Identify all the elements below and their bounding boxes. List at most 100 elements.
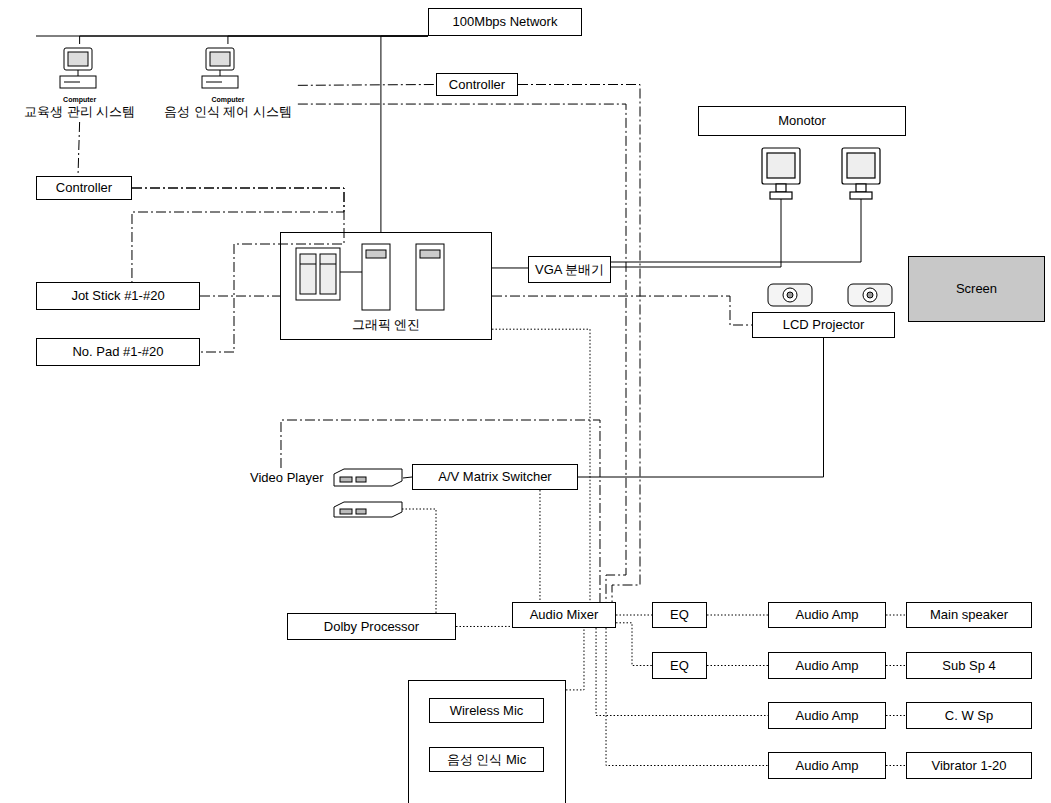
connector <box>606 628 768 766</box>
processor-box: Dolby Processor <box>287 613 456 640</box>
connector <box>298 84 436 86</box>
connector <box>539 490 540 602</box>
node-label: Audio Mixer <box>530 607 599 623</box>
speaker-box: Main speaker <box>906 602 1032 628</box>
rack-line <box>300 264 316 265</box>
monitor-screen <box>767 153 795 178</box>
connector <box>616 623 652 666</box>
server-tower <box>416 244 444 310</box>
node-label: Video Player <box>250 470 323 486</box>
connector <box>200 296 280 297</box>
monitor-screen <box>68 52 88 66</box>
node-label: Controller <box>449 77 505 93</box>
pc-case <box>60 76 96 88</box>
projector-lens <box>867 292 873 298</box>
connector <box>886 765 906 766</box>
video-player-node: Video Player <box>250 468 403 488</box>
node-label: A/V Matrix Switcher <box>438 469 551 485</box>
switcher-box: A/V Matrix Switcher <box>412 464 578 490</box>
connector <box>492 296 752 325</box>
rack-line <box>320 264 336 265</box>
player-body <box>334 469 402 486</box>
amp-box: Audio Amp <box>768 652 886 679</box>
projector-lens <box>787 292 793 298</box>
projector-body <box>768 284 812 306</box>
drive-slot <box>64 82 80 83</box>
node-label: Wireless Mic <box>450 703 524 719</box>
node-label: Audio Amp <box>796 708 859 724</box>
connector <box>707 665 768 666</box>
vibrator-box: Vibrator 1-20 <box>906 752 1032 779</box>
projector-box: LCD Projector <box>752 312 895 338</box>
monitor-label-box: Monotor <box>698 106 906 136</box>
drive-bay <box>366 250 386 258</box>
splitter-box: VGA 분배기 <box>528 256 611 283</box>
monitor-body <box>762 148 800 184</box>
rack-bay <box>300 254 316 294</box>
monitor-body <box>842 148 880 184</box>
connector <box>886 615 906 616</box>
player-body <box>334 502 402 517</box>
monitor-screen <box>847 153 875 178</box>
monitor-stand <box>78 70 79 76</box>
connector <box>596 628 768 716</box>
connector <box>566 628 584 690</box>
projector-icons <box>768 284 892 306</box>
video-player-icons <box>334 469 402 517</box>
connector <box>518 85 640 603</box>
node-label: EQ <box>670 658 689 674</box>
speaker-box: C. W Sp <box>906 702 1032 729</box>
node-label: Main speaker <box>930 607 1008 623</box>
mixer-box: Audio Mixer <box>512 602 616 628</box>
server-rack <box>296 248 340 300</box>
connector <box>381 36 428 232</box>
connector <box>886 665 906 666</box>
projector-lens <box>783 288 797 302</box>
monitor-stand <box>220 70 221 76</box>
monitor-base <box>770 192 792 199</box>
monitor-base <box>850 192 872 199</box>
node-label: Computer <box>211 95 244 104</box>
connector <box>78 122 80 176</box>
vga-cable <box>610 199 861 262</box>
connector <box>403 477 412 478</box>
node-label: Audio Amp <box>796 607 859 623</box>
server-link <box>340 272 362 273</box>
node-label: Monotor <box>778 113 826 129</box>
projector-body <box>848 284 892 306</box>
node-label: EQ <box>670 607 689 623</box>
server-icons <box>296 244 444 310</box>
player-slot <box>340 477 352 482</box>
connector <box>132 188 344 352</box>
node-label: VGA 분배기 <box>535 262 604 278</box>
node-label: Controller <box>56 180 112 196</box>
monitor-stand <box>856 184 866 192</box>
node-label: Computer <box>63 95 96 104</box>
dolby-cable <box>402 509 436 613</box>
mic-box: Wireless Mic <box>429 698 544 723</box>
node-label: Sub Sp 4 <box>942 658 996 674</box>
input-device-box: Jot Stick #1-#20 <box>36 282 200 310</box>
monitor-icons <box>762 148 880 199</box>
node-label: 음성 인식 Mic <box>447 752 526 768</box>
projector-lens <box>863 288 877 302</box>
amp-box: Audio Amp <box>768 702 886 729</box>
monitor-body <box>64 48 92 70</box>
player-slot <box>356 509 366 514</box>
connector <box>578 338 824 477</box>
connector <box>132 188 344 282</box>
mic-box: 음성 인식 Mic <box>429 747 544 772</box>
drive-slot <box>206 82 222 83</box>
computer-icon <box>202 48 238 88</box>
node-label: Dolby Processor <box>324 619 419 635</box>
monitor-screen <box>210 52 230 66</box>
node-label: No. Pad #1-#20 <box>72 344 163 360</box>
vga-cable <box>610 199 781 267</box>
network-box: 100Mbps Network <box>428 8 582 36</box>
controller-box: Controller <box>436 73 518 96</box>
connector <box>228 36 428 44</box>
connector <box>298 104 626 602</box>
computer-node: Computer교육생 관리 시스템 <box>18 44 141 122</box>
amp-box: Audio Amp <box>768 602 886 628</box>
